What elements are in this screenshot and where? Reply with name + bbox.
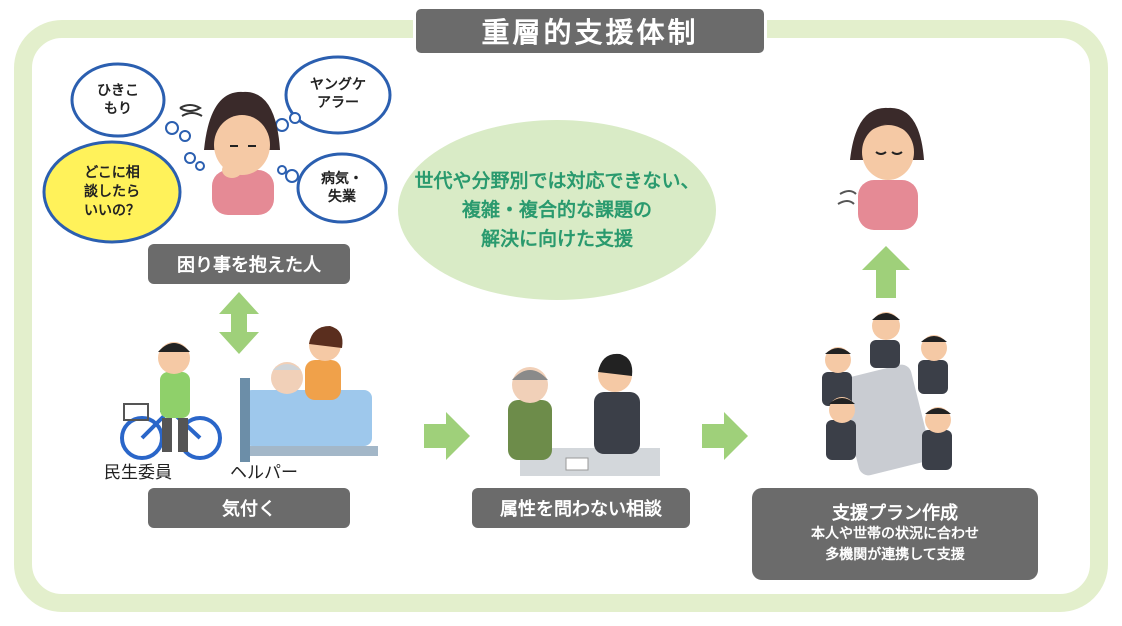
relieved-person-icon — [837, 107, 924, 230]
worry-text-line: アラー — [317, 95, 359, 111]
center-message-line: 世代や分野別では対応できない、 — [414, 169, 700, 192]
worry-text-line: ヤングケ — [310, 77, 366, 93]
worried-person-icon — [179, 91, 280, 215]
center-message-line: 複雑・複合的な課題の — [461, 198, 652, 221]
up-arrow-icon — [862, 246, 910, 298]
label-consultation: 属性を問わない相談 — [472, 488, 690, 528]
cloud-young-carer — [284, 55, 392, 135]
welfare-commissioner-label: 民生委員 — [104, 463, 172, 483]
center-message-ellipse: 世代や分野別では対応できない、 複雑・複合的な課題の 解決に向けた支援 — [398, 120, 716, 300]
support-plan-line1: 本人や世帯の状況に合わせ — [811, 525, 979, 542]
worry-young-carer: ヤングケ アラー — [296, 76, 380, 112]
cloud-illness — [296, 152, 388, 224]
support-plan-title: 支援プラン作成 — [832, 502, 958, 524]
cloud-hikikomori — [70, 62, 166, 138]
label-troubled-person: 困り事を抱えた人 — [148, 244, 350, 284]
worry-text-line: ひきこ — [97, 83, 139, 99]
meeting-icon — [822, 312, 952, 476]
worry-text-line: 病気・ — [321, 171, 363, 187]
thought-bubbles-icon — [165, 112, 301, 183]
worry-text-line: どこに相 — [84, 165, 140, 181]
worry-where-to-consult: どこに相 談したら いいの？ — [64, 164, 160, 221]
worry-text-line: いいの？ — [84, 203, 140, 219]
center-message-line: 解決に向けた支援 — [480, 227, 633, 250]
helper-label: ヘルパー — [230, 463, 298, 483]
bicycle-man-icon — [120, 342, 222, 460]
support-plan-line2: 多機関が連携して支援 — [825, 546, 965, 563]
right-arrow-icon — [424, 412, 470, 460]
worry-text-line: もり — [104, 101, 132, 117]
diagram-title: 重層的支援体制 — [413, 6, 767, 56]
worry-hikikomori: ひきこ もり — [82, 82, 154, 118]
bed-helper-icon — [240, 326, 378, 462]
cloud-where-to-consult — [42, 140, 182, 244]
right-arrow-icon-2 — [702, 412, 748, 460]
worry-illness-unemployment: 病気・ 失業 — [306, 170, 378, 206]
worry-text-line: 談したら — [84, 184, 140, 200]
worry-text-line: 失業 — [328, 189, 356, 205]
label-support-plan: 支援プラン作成 本人や世帯の状況に合わせ 多機関が連携して支援 — [752, 488, 1038, 580]
label-notice: 気付く — [148, 488, 350, 528]
double-arrow-icon — [219, 292, 259, 354]
consultation-icon — [508, 353, 660, 476]
